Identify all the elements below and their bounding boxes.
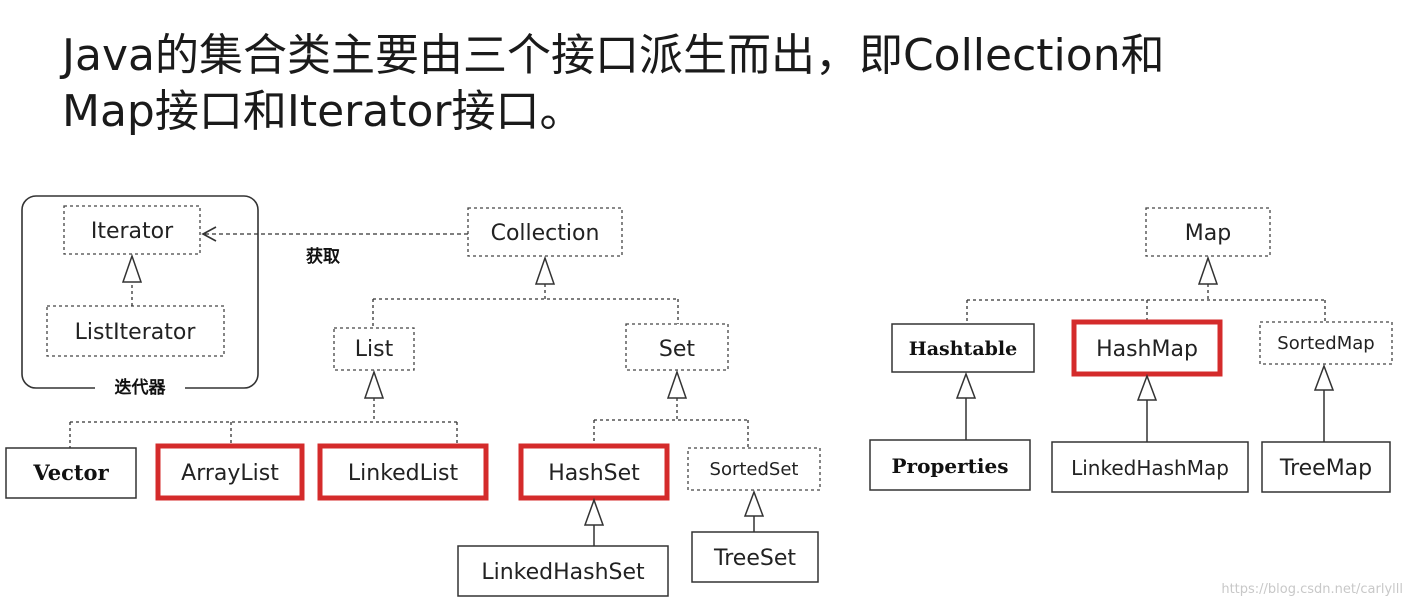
- list-node: [333, 327, 415, 371]
- inherit-arrow-icon: [1313, 363, 1335, 391]
- tree-set-node: [691, 531, 819, 583]
- inherit-arrow-icon: [583, 497, 605, 526]
- hashtable-label: Hashtable: [909, 338, 1017, 360]
- inherit-arrow-icon: [955, 371, 977, 399]
- set-node: [625, 323, 729, 371]
- inherit-arrow-icon: [363, 369, 385, 399]
- tree-map-node: [1261, 441, 1391, 493]
- properties-node: [869, 439, 1031, 491]
- title-line-2: Map接口和Iterator接口。: [62, 86, 584, 137]
- sorted-set-node: [687, 447, 821, 491]
- array-list-node: [155, 443, 305, 501]
- inherit-arrow-icon: [743, 489, 765, 517]
- hashtable-node: [891, 323, 1035, 373]
- linked-hash-set-label: LinkedHashSet: [481, 560, 645, 585]
- tree-map-label: TreeMap: [1279, 456, 1372, 481]
- open-arrow-icon: [201, 226, 217, 242]
- iterator-group-label: 迭代器: [115, 377, 167, 398]
- list-label: List: [355, 337, 394, 362]
- iterator-label: Iterator: [91, 219, 174, 244]
- edge-label-obtain: 获取: [306, 246, 340, 267]
- collection-node: [467, 207, 623, 257]
- iterator-group-label-bg: [95, 378, 185, 398]
- inherit-arrow-icon: [1197, 255, 1219, 285]
- hash-map-node: [1071, 319, 1223, 377]
- map-label: Map: [1185, 221, 1231, 246]
- array-list-label: ArrayList: [181, 461, 279, 486]
- hash-map-label: HashMap: [1096, 337, 1198, 362]
- hash-set-node: [518, 443, 670, 501]
- vector-label: Vector: [32, 460, 109, 485]
- watermark: https://blog.csdn.net/carlylll: [1221, 582, 1403, 597]
- linked-list-label: LinkedList: [348, 461, 459, 486]
- inherit-arrow-icon: [666, 369, 688, 399]
- properties-label: Properties: [892, 454, 1009, 478]
- linked-list-node: [317, 443, 489, 501]
- title-line-1: Java的集合类主要由三个接口派生而出，即Collection和: [62, 30, 1165, 81]
- map-node: [1145, 207, 1271, 257]
- linked-hash-map-label: LinkedHashMap: [1071, 456, 1229, 480]
- hash-set-label: HashSet: [548, 461, 640, 486]
- set-label: Set: [659, 337, 696, 362]
- vector-node: [5, 447, 137, 499]
- collection-label: Collection: [491, 221, 600, 246]
- page-title: Java的集合类主要由三个接口派生而出，即Collection和 Map接口和I…: [62, 28, 1382, 140]
- tree-set-label: TreeSet: [713, 546, 796, 571]
- sorted-map-node: [1259, 321, 1393, 365]
- linked-hash-set-node: [457, 545, 669, 597]
- list-iterator-label: ListIterator: [75, 320, 197, 345]
- sorted-map-label: SortedMap: [1277, 333, 1374, 354]
- inherit-arrow-icon: [1136, 373, 1158, 401]
- inherit-arrow-icon: [121, 253, 143, 283]
- sorted-set-label: SortedSet: [710, 459, 799, 480]
- linked-hash-map-node: [1051, 441, 1249, 493]
- inherit-arrow-icon: [534, 255, 556, 285]
- list-iterator-node: [46, 305, 225, 357]
